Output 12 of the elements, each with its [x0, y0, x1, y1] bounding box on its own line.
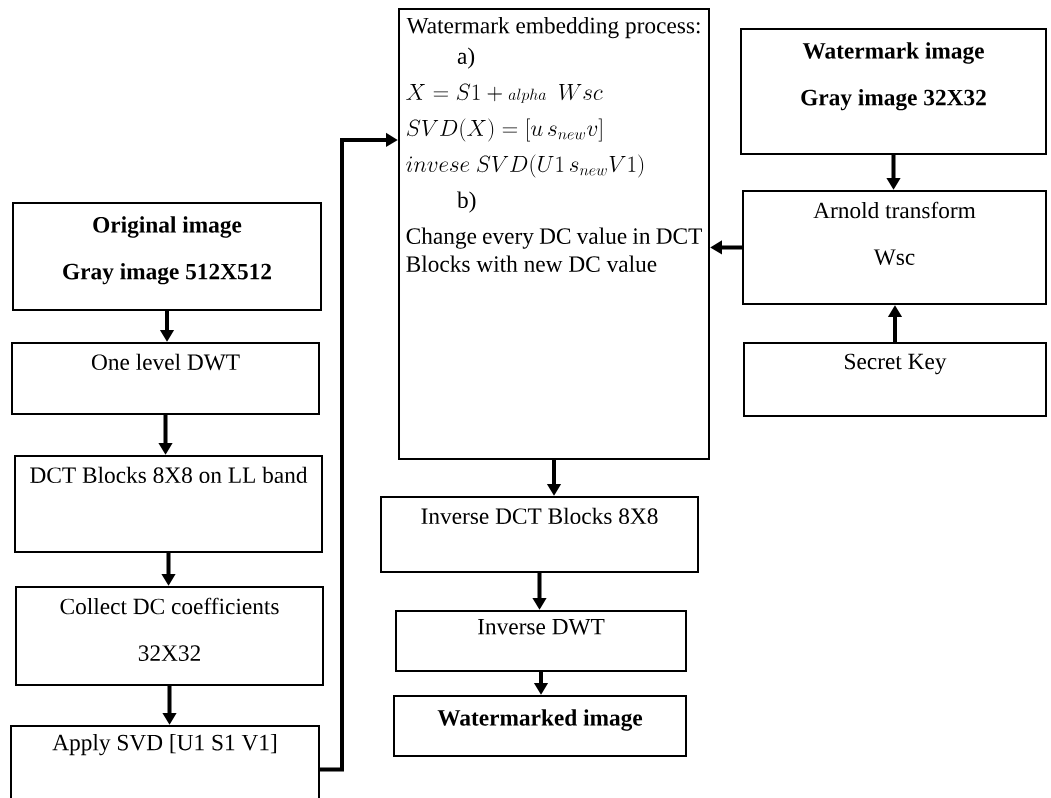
process-box: Watermark embedding process: a) $X = S1 + {\scriptstyle alpha}\ \ Wsc$ $SVD(X) = [u\, s_{new} v]$ $invese\ SVD(U1\, s_{new} V1)$ b) Change every DC value in DCT Blocks with new DC value	[398, 8, 710, 460]
process-box: Watermarked image	[393, 695, 687, 757]
process-box: DCT Blocks 8X8 on LL band	[14, 455, 323, 553]
process-box: One level DWT	[11, 342, 320, 415]
process-box: Inverse DWT	[395, 610, 687, 672]
process-box: Apply SVD [U1 S1 V1]	[10, 725, 320, 798]
process-box: Arnold transform Wsc	[742, 190, 1047, 305]
process-box: Secret Key	[743, 342, 1047, 417]
process-box: Watermark image Gray image 32X32	[740, 28, 1047, 155]
process-box: Collect DC coefficients 32X32	[15, 586, 324, 686]
process-box: Original image Gray image 512X512	[12, 202, 322, 311]
process-box: Inverse DCT Blocks 8X8	[380, 496, 699, 573]
